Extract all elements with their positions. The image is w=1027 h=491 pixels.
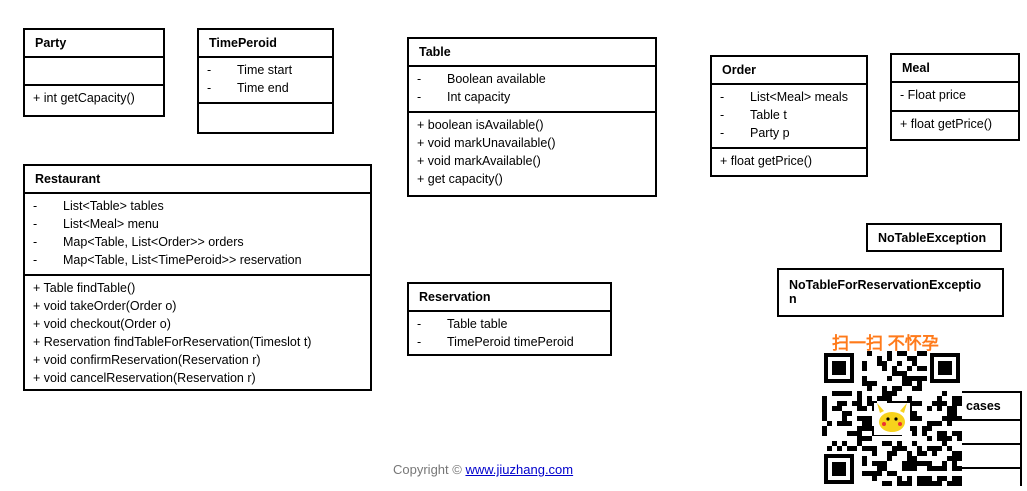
attribute: -List<Meal> meals — [720, 90, 848, 104]
qr-code[interactable] — [822, 351, 962, 486]
section — [932, 445, 1020, 469]
qr-code-icon — [822, 351, 962, 486]
class-name: cases — [932, 393, 1020, 421]
method: + Table findTable() — [33, 281, 136, 295]
class-name: NoTableForReservationExceptio n — [789, 278, 982, 306]
class-restaurant: Restaurant -List<Table> tables -List<Mea… — [23, 164, 372, 391]
class-table: Table -Boolean available -Int capacity +… — [407, 37, 657, 197]
attributes-section: -Table table -TimePeroid timePeroid — [409, 312, 610, 354]
methods-section: + int getCapacity() — [25, 86, 163, 110]
class-name: Restaurant — [25, 166, 370, 194]
class-no-table-exception: NoTableException — [866, 223, 1002, 252]
class-order: Order -List<Meal> meals -Table t -Party … — [710, 55, 868, 177]
method: + void takeOrder(Order o) — [33, 299, 177, 313]
class-name: TimePeroid — [199, 30, 332, 58]
footer-link[interactable]: www.jiuzhang.com — [465, 462, 574, 477]
class-name: Order — [712, 57, 866, 85]
methods-section: + float getPrice() — [892, 112, 1018, 136]
method: + get capacity() — [417, 172, 503, 186]
attribute: -Map<Table, List<TimePeroid>> reservatio… — [33, 253, 302, 267]
attributes-section: - Float price — [892, 83, 1018, 112]
attribute: -List<Table> tables — [33, 199, 164, 213]
attributes-section: -Boolean available -Int capacity — [409, 67, 655, 113]
attribute: - Float price — [900, 88, 966, 102]
class-meal: Meal - Float price + float getPrice() — [890, 53, 1020, 141]
class-name: Meal — [892, 55, 1018, 83]
method: + Reservation findTableForReservation(Ti… — [33, 335, 312, 349]
method: + void confirmReservation(Reservation r) — [33, 353, 261, 367]
attribute: -Party p — [720, 126, 790, 140]
methods-section: + float getPrice() — [712, 149, 866, 173]
class-name: Table — [409, 39, 655, 67]
method: + void markAvailable() — [417, 154, 541, 168]
class-timeperoid: TimePeroid -Time start -Time end — [197, 28, 334, 134]
copyright-text: Copyright © — [393, 462, 466, 477]
copyright-footer: Copyright © www.jiuzhang.com — [393, 462, 573, 477]
attributes-section — [25, 58, 163, 86]
attributes-section: -Time start -Time end — [199, 58, 332, 104]
qr-caption: 扫一扫 不怀孕 — [832, 334, 939, 353]
attribute: -List<Meal> menu — [33, 217, 159, 231]
method: + void cancelReservation(Reservation r) — [33, 371, 256, 385]
attribute: -Table table — [417, 317, 508, 331]
method: + float getPrice() — [900, 117, 993, 131]
attributes-section: -List<Table> tables -List<Meal> menu -Ma… — [25, 194, 370, 276]
attribute: -TimePeroid timePeroid — [417, 335, 574, 349]
attributes-section: -List<Meal> meals -Table t -Party p — [712, 85, 866, 149]
attribute: -Int capacity — [417, 90, 511, 104]
method: + boolean isAvailable() — [417, 118, 544, 132]
attribute: -Boolean available — [417, 72, 546, 86]
method: + void markUnavailable() — [417, 136, 556, 150]
method: + float getPrice() — [720, 154, 813, 168]
attribute: -Map<Table, List<Order>> orders — [33, 235, 244, 249]
class-no-table-for-reservation-exception: NoTableForReservationExceptio n — [777, 268, 1004, 317]
method: + int getCapacity() — [33, 91, 135, 105]
attribute: -Time end — [207, 81, 289, 95]
class-reservation: Reservation -Table table -TimePeroid tim… — [407, 282, 612, 356]
attribute: -Time start — [207, 63, 293, 77]
methods-section: + boolean isAvailable() + void markUnava… — [409, 113, 655, 191]
class-party: Party + int getCapacity() — [23, 28, 165, 117]
section — [932, 421, 1020, 445]
methods-section — [199, 104, 332, 110]
class-name: Reservation — [409, 284, 610, 312]
class-name: NoTableException — [878, 230, 987, 245]
method: + void checkout(Order o) — [33, 317, 171, 331]
methods-section: + Table findTable() + void takeOrder(Ord… — [25, 276, 370, 390]
class-name: Party — [25, 30, 163, 58]
attribute: -Table t — [720, 108, 787, 122]
